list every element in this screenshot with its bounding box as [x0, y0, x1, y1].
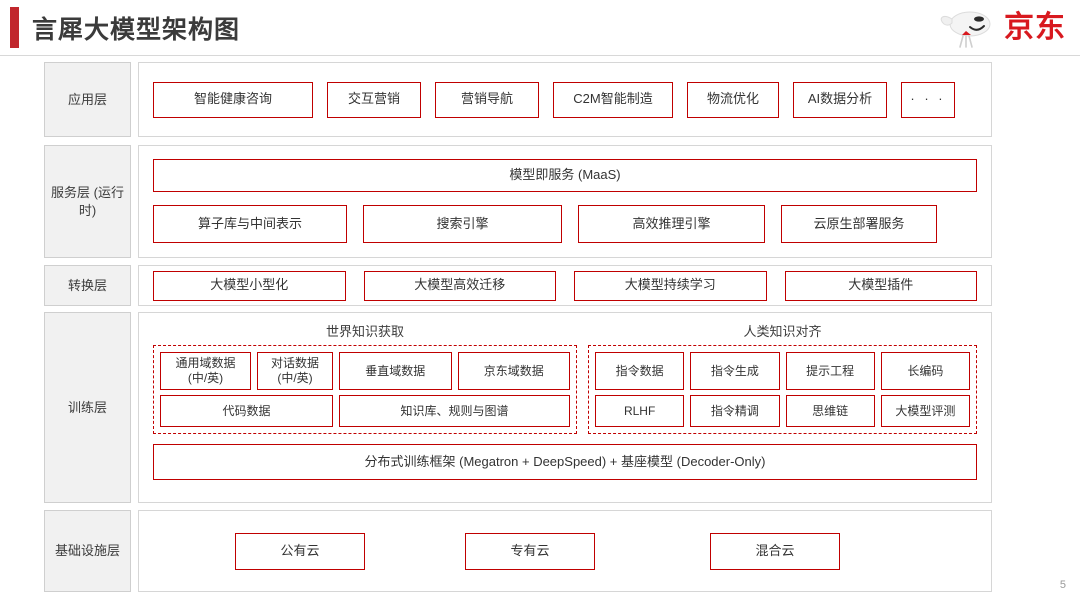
layer-row-application: 应用层 智能健康咨询 交互营销 营销导航 C2M智能制造 物流优化 AI数据分析…: [44, 62, 992, 137]
node-instruction-data[interactable]: 指令数据: [595, 352, 685, 390]
layer-row-service: 服务层 (运行时) 模型即服务 (MaaS) 算子库与中间表示 搜索引擎 高效推…: [44, 145, 992, 258]
layer-label-service: 服务层 (运行时): [44, 145, 131, 258]
node-ai-data-analysis[interactable]: AI数据分析: [793, 81, 887, 118]
node-distributed-training-framework[interactable]: 分布式训练框架 (Megatron + DeepSpeed) + 基座模型 (D…: [153, 444, 977, 480]
page-header: 言犀大模型架构图 京东: [0, 0, 1080, 56]
group-title-world-knowledge: 世界知识获取: [325, 324, 404, 339]
layer-row-infrastructure: 基础设施层 公有云 专有云 混合云: [44, 510, 992, 592]
node-smart-health-consult[interactable]: 智能健康咨询: [153, 81, 313, 118]
human-alignment-row-1: 指令数据 指令生成 提示工程 长编码: [595, 352, 970, 390]
world-knowledge-row-2: 代码数据 知识库、规则与图谱: [160, 395, 570, 427]
node-rlhf[interactable]: RLHF: [595, 395, 685, 427]
page-number: 5: [1059, 579, 1066, 591]
training-groups: 世界知识获取 通用域数据 (中/英) 对话数据 (中/英) 垂直域数据 京东域数…: [153, 321, 977, 434]
page-title: 言犀大模型架构图: [32, 16, 241, 44]
header-divider: [0, 55, 1080, 56]
node-operator-library[interactable]: 算子库与中间表示: [153, 205, 347, 243]
node-model-miniaturization[interactable]: 大模型小型化: [153, 270, 346, 301]
layer-row-training: 训练层 世界知识获取 通用域数据 (中/英) 对话数据 (中/英) 垂直域数据 …: [44, 312, 992, 503]
node-instruction-finetuning[interactable]: 指令精调: [690, 395, 780, 427]
node-code-data[interactable]: 代码数据: [160, 395, 333, 427]
layer-panel-service: 模型即服务 (MaaS) 算子库与中间表示 搜索引擎 高效推理引擎 云原生部署服…: [138, 145, 992, 258]
conversion-node-list: 大模型小型化 大模型高效迁移 大模型持续学习 大模型插件: [153, 270, 977, 301]
node-c2m-manufacturing[interactable]: C2M智能制造: [553, 81, 673, 118]
node-public-cloud[interactable]: 公有云: [235, 532, 365, 570]
node-long-encoding[interactable]: 长编码: [880, 352, 970, 390]
node-continual-learning[interactable]: 大模型持续学习: [574, 270, 767, 301]
title-accent-bar: [10, 7, 19, 48]
layer-label-training: 训练层: [44, 312, 131, 503]
jd-brand-logo: 京东: [934, 6, 1066, 50]
node-knowledge-base-rules-graph[interactable]: 知识库、规则与图谱: [339, 395, 570, 427]
layer-label-application: 应用层: [44, 62, 131, 137]
architecture-diagram: 应用层 智能健康咨询 交互营销 营销导航 C2M智能制造 物流优化 AI数据分析…: [44, 62, 992, 592]
world-knowledge-row-1: 通用域数据 (中/英) 对话数据 (中/英) 垂直域数据 京东域数据: [160, 352, 570, 390]
group-world-knowledge: 世界知识获取 通用域数据 (中/英) 对话数据 (中/英) 垂直域数据 京东域数…: [153, 321, 577, 434]
node-efficient-migration[interactable]: 大模型高效迁移: [363, 270, 556, 301]
node-vertical-domain-data[interactable]: 垂直域数据: [339, 352, 452, 390]
jd-dog-logo-icon: [940, 11, 991, 48]
layer-panel-infrastructure: 公有云 专有云 混合云: [138, 510, 992, 592]
node-cloud-native-deploy[interactable]: 云原生部署服务: [781, 205, 937, 243]
layer-label-conversion: 转换层: [44, 265, 131, 306]
application-node-list: 智能健康咨询 交互营销 营销导航 C2M智能制造 物流优化 AI数据分析 · ·…: [153, 81, 977, 118]
layer-label-infrastructure: 基础设施层: [44, 510, 131, 592]
service-node-list: 算子库与中间表示 搜索引擎 高效推理引擎 云原生部署服务: [153, 205, 977, 243]
group-box-world-knowledge: 通用域数据 (中/英) 对话数据 (中/英) 垂直域数据 京东域数据 代码数据 …: [153, 345, 577, 434]
infrastructure-node-list: 公有云 专有云 混合云: [139, 532, 991, 570]
layer-row-conversion: 转换层 大模型小型化 大模型高效迁移 大模型持续学习 大模型插件: [44, 265, 992, 306]
layer-panel-training: 世界知识获取 通用域数据 (中/英) 对话数据 (中/英) 垂直域数据 京东域数…: [138, 312, 992, 503]
node-private-cloud[interactable]: 专有云: [465, 532, 595, 570]
node-chain-of-thought[interactable]: 思维链: [785, 395, 875, 427]
node-interactive-marketing[interactable]: 交互营销: [327, 81, 421, 118]
node-hybrid-cloud[interactable]: 混合云: [710, 532, 840, 570]
group-human-alignment: 人类知识对齐 指令数据 指令生成 提示工程 长编码 RLHF 指令精调 思维链: [588, 321, 977, 434]
node-dialogue-data[interactable]: 对话数据 (中/英): [257, 352, 333, 390]
layer-panel-conversion: 大模型小型化 大模型高效迁移 大模型持续学习 大模型插件: [138, 265, 992, 306]
node-maas[interactable]: 模型即服务 (MaaS): [153, 159, 977, 192]
node-model-evaluation[interactable]: 大模型评测: [880, 395, 970, 427]
node-inference-engine[interactable]: 高效推理引擎: [578, 205, 765, 243]
node-more-ellipsis[interactable]: · · ·: [901, 81, 955, 118]
training-framework-container: 分布式训练框架 (Megatron + DeepSpeed) + 基座模型 (D…: [153, 444, 977, 480]
layer-panel-application: 智能健康咨询 交互营销 营销导航 C2M智能制造 物流优化 AI数据分析 · ·…: [138, 62, 992, 137]
group-box-human-alignment: 指令数据 指令生成 提示工程 长编码 RLHF 指令精调 思维链 大模型评测: [588, 345, 977, 434]
node-marketing-navigation[interactable]: 营销导航: [435, 81, 539, 118]
node-general-domain-data[interactable]: 通用域数据 (中/英): [160, 352, 251, 390]
node-model-plugin[interactable]: 大模型插件: [784, 270, 977, 301]
human-alignment-row-2: RLHF 指令精调 思维链 大模型评测: [595, 395, 970, 427]
node-instruction-generation[interactable]: 指令生成: [690, 352, 780, 390]
group-title-human-alignment: 人类知识对齐: [743, 324, 822, 339]
node-logistics-optimization[interactable]: 物流优化: [687, 81, 779, 118]
node-prompt-engineering[interactable]: 提示工程: [785, 352, 875, 390]
node-search-engine[interactable]: 搜索引擎: [363, 205, 562, 243]
node-jd-domain-data[interactable]: 京东域数据: [457, 352, 570, 390]
brand-name: 京东: [1004, 11, 1066, 44]
